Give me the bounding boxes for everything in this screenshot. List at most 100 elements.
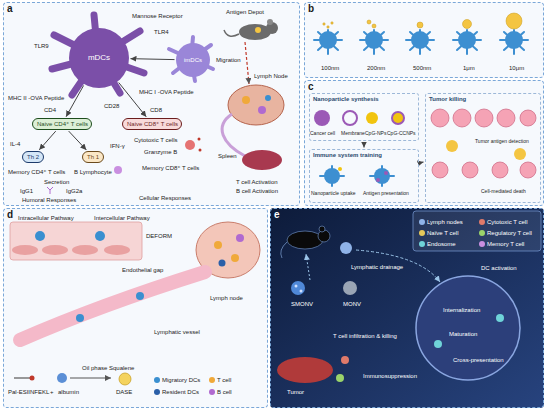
legend-label: Resident DCs <box>162 389 199 396</box>
flow-arrow <box>420 161 423 163</box>
cell-name: Th 1 <box>87 154 99 161</box>
annotation-label: 10μm <box>509 65 524 72</box>
annotation-label: Mannose Receptor <box>132 13 183 20</box>
illustration-ellipse <box>242 150 282 170</box>
illustration-circle <box>324 168 340 184</box>
illustration-ellipse <box>277 357 333 383</box>
illustration-path <box>500 30 528 54</box>
flow-arrow <box>130 58 174 60</box>
illustration-path <box>370 166 394 186</box>
figure-panel: b100nm200nm500nm1μm10μm <box>304 2 544 78</box>
legend-swatch <box>209 377 215 383</box>
illustration-path <box>314 30 342 54</box>
legend-item: T cell <box>209 377 231 384</box>
annotation-label: IgG2a <box>66 188 82 195</box>
process-section: Tumor killing <box>425 93 541 203</box>
illustration-circle <box>431 109 449 127</box>
illustration-path <box>306 254 310 280</box>
legend-item: Endosome <box>419 241 456 248</box>
illustration-circle <box>198 138 201 141</box>
annotation-label: 200nm <box>367 65 385 72</box>
section-heading: Nanoparticle synthesis <box>313 96 415 103</box>
annotation-label: Membrane <box>341 131 365 137</box>
annotation-label: MHC II -OVA Peptide <box>8 95 64 102</box>
annotation-label: Secretion <box>44 179 69 186</box>
illustration-circle <box>367 20 371 24</box>
annotation-label: Lymph Node <box>254 73 288 80</box>
legend-item: Cytotoxic T cell <box>479 219 527 226</box>
annotation-label: B Lymphocyte <box>74 169 112 176</box>
illustration-rect <box>413 211 541 251</box>
illustration-g <box>323 13 522 29</box>
illustration-ellipse <box>42 245 68 255</box>
illustration-circle <box>432 162 448 178</box>
illustration-path <box>224 30 239 36</box>
cell-type-box: Naive CD4⁺ T cells <box>32 118 92 130</box>
annotation-label: Cancer cell <box>310 131 335 137</box>
legend-item: Naïve T cell <box>419 230 458 237</box>
illustration-g <box>12 245 130 255</box>
cell-name: imDCs <box>184 57 202 64</box>
illustration-path <box>360 30 388 54</box>
illustration-circle <box>295 285 298 288</box>
illustration-circle <box>258 106 266 114</box>
annotation-label: CpG-NPs <box>365 131 386 137</box>
annotation-label: TLR9 <box>34 43 49 50</box>
illustration-circle <box>214 241 222 249</box>
annotation-label: Spleen <box>218 153 237 160</box>
annotation-label: Endothelial gap <box>122 267 163 274</box>
illustration-g <box>314 30 528 54</box>
illustration-path <box>70 378 111 379</box>
illustration-circle <box>219 260 226 267</box>
illustration-circle <box>318 230 330 242</box>
illustration-rect <box>304 2 544 78</box>
illustration-circle <box>291 281 305 295</box>
annotation-label: CD4 <box>44 107 56 114</box>
legend-label: Lymph nodes <box>427 219 463 226</box>
illustration-circle <box>267 19 273 25</box>
illustration-path <box>222 114 245 156</box>
annotation-label: Maturation <box>449 331 477 338</box>
annotation-label: Oil phase Squalene <box>82 365 134 372</box>
figure-panel: cNanoparticle synthesisTumor killingImmu… <box>304 80 544 206</box>
illustration-rect <box>3 208 268 408</box>
legend-swatch <box>154 377 160 383</box>
legend-label: T cell <box>217 377 231 384</box>
annotation-label: Tumor <box>287 389 304 396</box>
illustration-path <box>47 187 53 194</box>
illustration-circle <box>417 22 423 28</box>
annotation-label: Pal-ESIINFEKL <box>8 389 49 396</box>
legend-item: Lymph nodes <box>419 219 463 226</box>
flow-arrow <box>364 143 365 148</box>
legend-swatch <box>154 389 160 395</box>
cell-name: mDCs <box>88 54 110 63</box>
annotation-label: Intercellular Pathway <box>94 215 150 222</box>
cell-type-box: Th 1 <box>82 151 104 163</box>
annotation-label: TLR4 <box>154 29 169 36</box>
illustration-circle <box>506 13 522 29</box>
legend-item: Resident DCs <box>154 389 199 396</box>
figure-panel: amDCsimDCsNaive CD4⁺ T cellsNaive CD8⁺ T… <box>3 2 300 206</box>
annotation-label: Memory CD4⁺ T cells <box>8 169 65 176</box>
illustration-circle <box>514 148 526 160</box>
illustration-circle <box>336 374 344 382</box>
illustration-rect <box>304 80 544 206</box>
annotation-label: Lymphatic vessel <box>154 329 200 336</box>
illustration-circle <box>496 314 504 322</box>
legend-label: B cell <box>217 389 232 396</box>
annotation-label: Lymph node <box>210 295 243 302</box>
illustration-circle <box>520 162 536 178</box>
illustration-circle <box>372 24 376 28</box>
annotation-label: Tumor antigen detection <box>475 139 529 145</box>
illustration-circle <box>57 373 67 383</box>
illustration-circle <box>446 140 458 152</box>
illustration-circle <box>300 290 303 293</box>
annotation-label: B cell Activation <box>236 188 278 195</box>
annotation-label: DEFORM <box>146 233 172 240</box>
illustration-circle <box>30 376 35 381</box>
legend-item: Migratory DCs <box>154 377 200 384</box>
illustration-circle <box>323 23 325 25</box>
annotation-label: Antigen presentation <box>363 191 409 197</box>
legend-label: Memory T cell <box>487 241 524 248</box>
